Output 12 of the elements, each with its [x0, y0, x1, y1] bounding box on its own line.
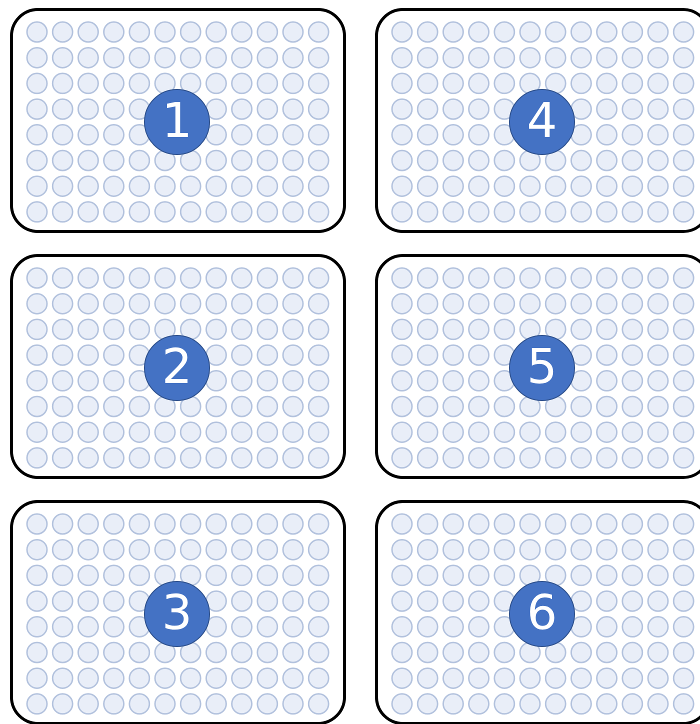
number-badge: 1 — [144, 89, 210, 155]
plate-box — [375, 8, 700, 233]
number-badge: 6 — [509, 581, 575, 647]
number-badge: 2 — [144, 335, 210, 401]
number-badge: 3 — [144, 581, 210, 647]
plate-box — [375, 500, 700, 724]
plate-box — [10, 254, 346, 479]
plate-box — [375, 254, 700, 479]
number-badge: 4 — [509, 89, 575, 155]
plate-box — [10, 500, 346, 724]
plate-box — [10, 8, 346, 233]
number-badge: 5 — [509, 335, 575, 401]
